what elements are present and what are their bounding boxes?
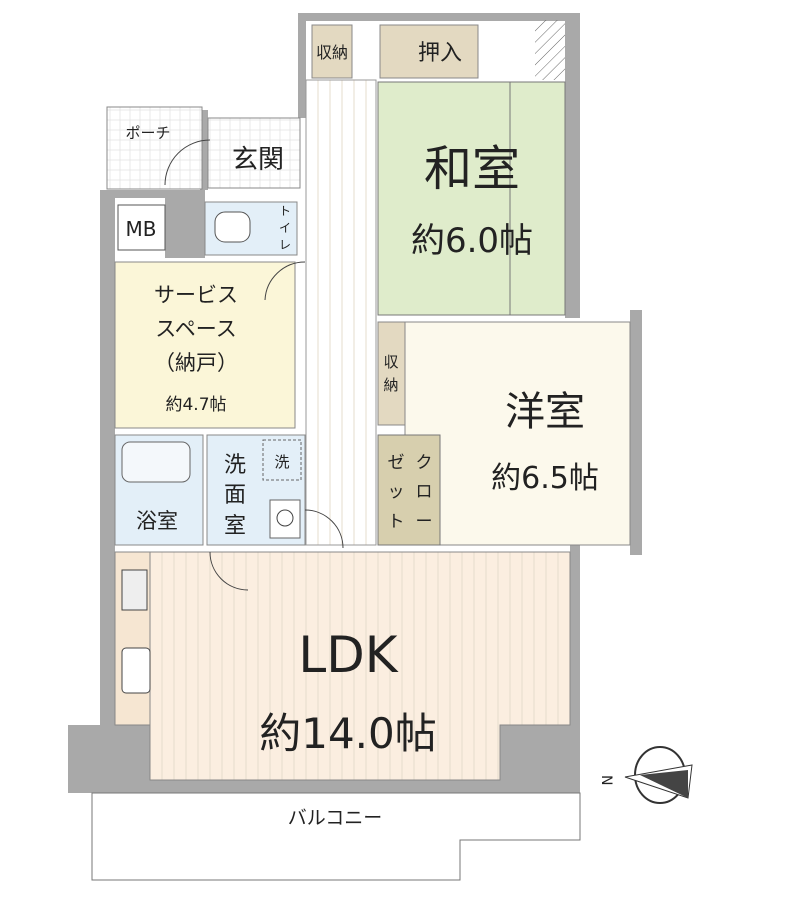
- youshitsu: [404, 321, 631, 546]
- label-washitsu: 和室: [424, 141, 520, 197]
- label-toilet: レ: [279, 238, 291, 252]
- compass-label: N: [598, 775, 614, 785]
- oshiire: [379, 24, 479, 79]
- label-toilet: ト: [279, 204, 291, 218]
- label-washroom: 面: [224, 483, 246, 508]
- label-closet: ク: [416, 453, 433, 473]
- walls: [68, 13, 642, 793]
- mb: [117, 204, 166, 251]
- label-porch: ポーチ: [125, 124, 170, 142]
- label-service-2: スペース: [155, 317, 236, 341]
- label-ldk: LDK: [298, 626, 398, 684]
- closet: [377, 434, 441, 546]
- ldk-door[interactable]: [304, 509, 344, 549]
- label-closet: ッ: [388, 482, 405, 502]
- label-mb: MB: [126, 217, 157, 241]
- balcony: [91, 792, 581, 881]
- label-storage-top: 収納: [316, 43, 348, 62]
- label-washitsu-size: 約6.0帖: [411, 221, 533, 261]
- kitchen-sink-icon: [121, 647, 151, 694]
- label-washroom: 室: [224, 514, 246, 539]
- label-washroom: 洗: [224, 453, 246, 478]
- toilet-icon: [214, 211, 251, 243]
- label-storage-mid: 収: [383, 353, 398, 371]
- hallway: [305, 79, 377, 546]
- label-youshitsu: 洋室: [505, 389, 585, 435]
- storage-top: [311, 24, 353, 79]
- label-service-3: （納戸）: [154, 351, 238, 375]
- service-door[interactable]: [264, 261, 306, 301]
- label-closet: ゼ: [388, 453, 405, 473]
- label-toilet: イ: [279, 221, 291, 235]
- label-service-size: 約4.7帖: [165, 395, 226, 415]
- bathtub-icon: [121, 441, 191, 483]
- label-closet: ト: [388, 512, 405, 532]
- label-genkan: 玄関: [232, 145, 284, 175]
- service-space: [114, 261, 296, 429]
- label-storage-mid: 納: [383, 376, 398, 394]
- stove-icon: [121, 569, 148, 611]
- label-ldk-size: 約14.0帖: [259, 709, 437, 758]
- label-washer: 洗: [274, 453, 289, 471]
- genkan: [207, 117, 301, 189]
- label-oshiire: 押入: [418, 41, 462, 66]
- washitsu: [377, 81, 566, 316]
- sink-icon: [269, 499, 301, 539]
- storage-mid: [377, 321, 406, 426]
- washroom-door[interactable]: [209, 551, 249, 591]
- washer-space: [262, 439, 302, 481]
- label-bath: 浴室: [136, 509, 178, 533]
- porch: [106, 106, 203, 190]
- label-service-1: サービス: [154, 283, 238, 307]
- wall-hatch: [535, 20, 565, 80]
- label-balcony: バルコニー: [288, 807, 383, 829]
- entry-door[interactable]: [164, 139, 211, 186]
- north-arrow-icon: N: [598, 746, 693, 804]
- label-closet: ー: [416, 512, 433, 532]
- label-youshitsu-size: 約6.5帖: [491, 461, 599, 496]
- label-closet: ロ: [416, 482, 433, 502]
